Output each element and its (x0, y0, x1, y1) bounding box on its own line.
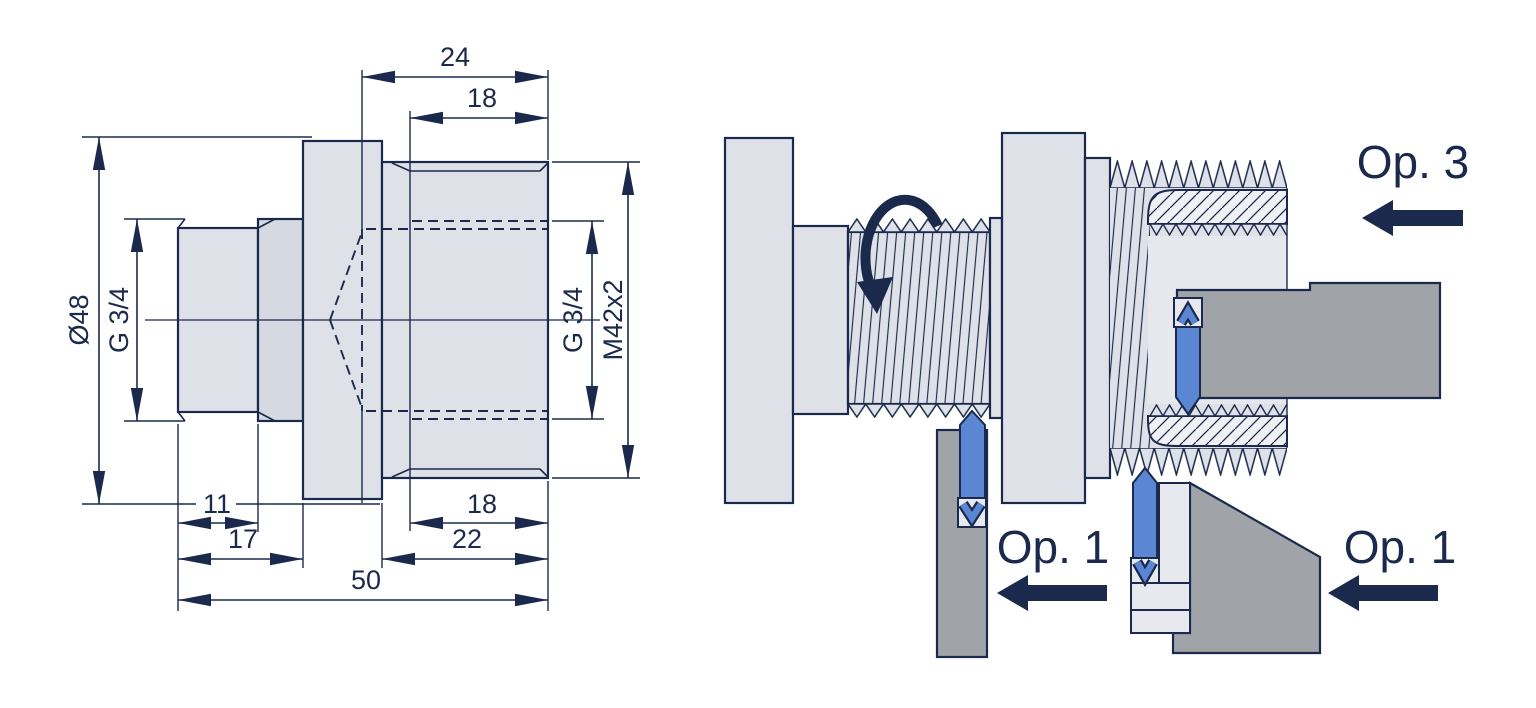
chuck-plate (723, 136, 795, 505)
external-thread-crests-top (1110, 160, 1287, 188)
threading-tool-g34 (935, 409, 989, 659)
internal-threading-insert (1175, 326, 1201, 416)
label-24: 24 (440, 42, 470, 72)
label-17: 17 (228, 524, 258, 554)
dimension-thread-right: G 3/4 (552, 220, 604, 420)
thread-chamfer-bl (391, 468, 411, 478)
threading-insert (959, 409, 986, 499)
internal-thread-crests-top (1150, 224, 1287, 236)
thread-g34-section (846, 216, 1004, 420)
label-22: 22 (452, 524, 482, 554)
cylinder-shoulder (1083, 156, 1112, 480)
op3-annotation: Op. 3 (1357, 136, 1470, 236)
holder-block-1 (1130, 582, 1191, 611)
label-18-top: 18 (467, 83, 497, 113)
op1-right-feed-arrow (1328, 575, 1438, 611)
right-illustration: Op. 3 Op. 1 Op. 1 (723, 131, 1470, 659)
label-diameter: Ø48 (64, 294, 94, 345)
op1-right-annotation: Op. 1 (1328, 521, 1456, 611)
clamp-chevron-up-inner (1178, 304, 1198, 325)
dimension-11: 11 (177, 424, 259, 611)
left-drawing: Ø48 G 3/4 24 18 G 3/4 (64, 42, 640, 611)
thread-crests-top (848, 218, 990, 232)
op1-left-label: Op. 1 (997, 521, 1110, 573)
internal-thread-crests-bottom (1150, 404, 1287, 416)
label-thread-left: G 3/4 (104, 287, 134, 353)
label-11: 11 (203, 489, 231, 519)
section-flank-texture (1110, 188, 1150, 448)
thread-chamfer-tr (539, 162, 549, 172)
label-m42x2: M42x2 (598, 279, 628, 360)
label-thread-right: G 3/4 (558, 287, 588, 353)
label-50: 50 (351, 565, 381, 595)
op3-label: Op. 3 (1357, 136, 1470, 188)
op1-right-label: Op. 1 (1344, 521, 1457, 573)
external-thread-crests-bottom (1110, 448, 1287, 476)
dimension-17: 17 (178, 503, 304, 568)
boss-chamfer-bottom-left (177, 411, 186, 422)
rotation-arrow-icon (857, 194, 943, 314)
dimension-diameter-48: Ø48 (64, 136, 380, 505)
thread-crests-bottom (848, 404, 990, 418)
op1-left-feed-arrow (997, 575, 1107, 611)
boss-facet-diag-top (257, 218, 276, 229)
shoulder-hub (791, 224, 850, 416)
dimension-24: 24 (362, 42, 549, 160)
dimension-18-bottom: 18 (410, 489, 548, 530)
op1-left-annotation: Op. 1 (997, 521, 1110, 611)
label-18-bottom: 18 (467, 489, 497, 519)
op3-feed-arrow (1362, 200, 1463, 236)
boring-bar (1175, 281, 1442, 400)
thread-relief-collar (988, 216, 1004, 420)
thread-flank-texture (848, 232, 990, 404)
dimension-22: 22 (381, 481, 549, 611)
boss-facet-diag-bottom (257, 411, 276, 422)
boring-bar-tool (1173, 281, 1442, 416)
dimension-18-top: 18 (410, 83, 548, 125)
dimension-thread-left: G 3/4 (104, 218, 185, 422)
clamp-chevron-down-inner (1134, 560, 1156, 583)
holder-block-2 (1130, 609, 1191, 634)
dimension-50: 50 (178, 565, 548, 607)
part-flange-disc (1000, 131, 1087, 505)
threading-insert (1132, 466, 1158, 559)
thread-chamfer-br (539, 468, 549, 478)
holder-column (1158, 482, 1191, 584)
boss-chamfer-top-left (177, 218, 186, 229)
part-section-view (145, 70, 600, 531)
internal-thread-hatch-top-lines (1148, 190, 1287, 224)
internal-thread-hatch-bottom-lines (1148, 416, 1287, 446)
threading-tool-m42 (1130, 466, 1322, 655)
clamp-chevron-down-inner (960, 502, 984, 525)
tool-holder-angled (1171, 481, 1322, 655)
thread-chamfer-tl (391, 162, 411, 172)
dimension-m42x2: M42x2 (552, 161, 640, 479)
